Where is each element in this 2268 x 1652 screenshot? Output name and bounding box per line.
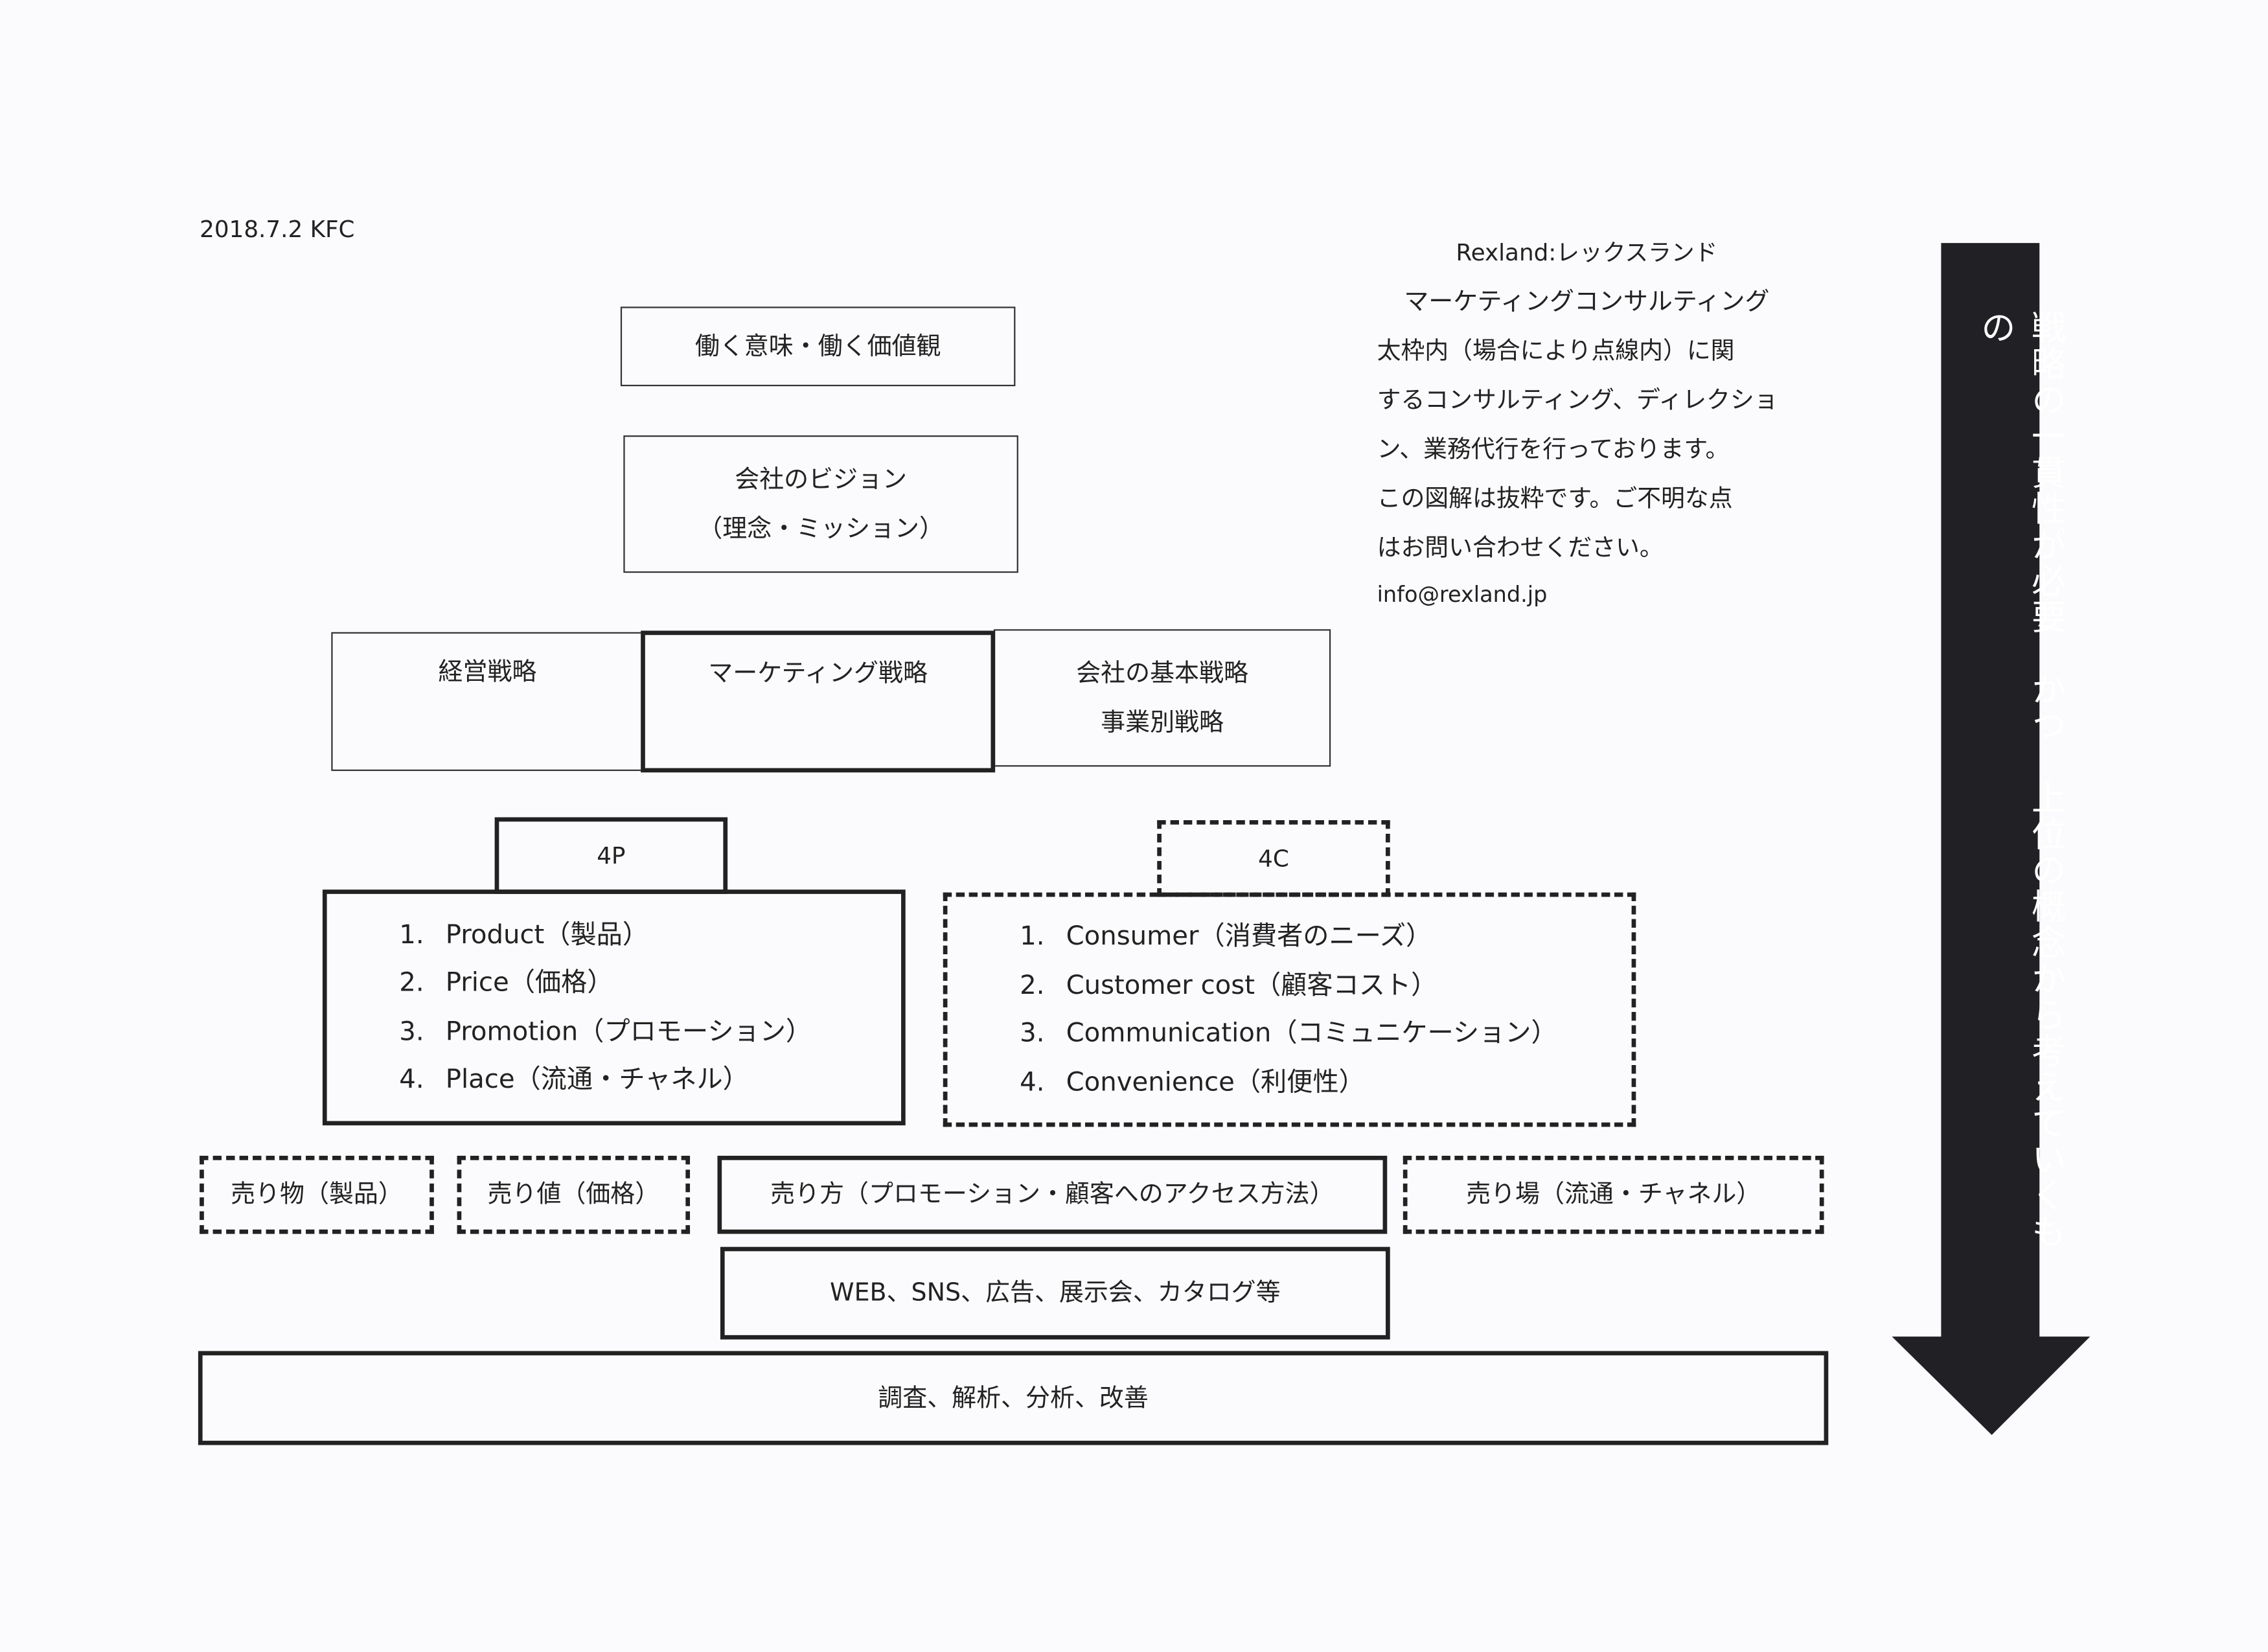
work-meaning-text: 働く意味・働く価値観 [694, 332, 941, 361]
note-line: はお問い合わせください。 [1377, 533, 1664, 562]
sales-price-box: 売り値（価格） [457, 1156, 691, 1234]
item-text: Promotion（プロモーション） [445, 1016, 812, 1047]
list-item: 2. Customer cost（顧客コスト） [1020, 961, 1631, 1010]
item-text: Communication（コミュニケーション） [1066, 1018, 1557, 1049]
research-box: 調査、解析、分析、改善 [198, 1351, 1829, 1445]
item-text: Place（流通・チャネル） [445, 1064, 749, 1096]
list-item: 2. Price（価格） [399, 959, 901, 1007]
note-line: するコンサルティング、ディレクショ [1377, 386, 1778, 414]
sales-place-text: 売り場（流通・チャネル） [1466, 1180, 1761, 1210]
arrow-label: 戦略の一貫性が必要 かつ 上位の概念から考えていくもの [1974, 309, 2066, 1250]
date-label: 2018.7.2 KFC [200, 215, 355, 244]
management-strategy-box: 経営戦略 [331, 632, 644, 772]
channels-box: WEB、SNS、広告、展示会、カタログ等 [720, 1246, 1390, 1340]
item-number: 4. [1020, 1066, 1045, 1097]
note-company-name: Rexland:レックスランド [1456, 238, 1718, 266]
note-service: マーケティングコンサルティング [1404, 288, 1770, 317]
management-strategy-text: 経営戦略 [438, 658, 537, 687]
item-number: 3. [1020, 1018, 1045, 1049]
channels-text: WEB、SNS、広告、展示会、カタログ等 [830, 1278, 1281, 1308]
item-number: 2. [399, 967, 424, 998]
basic-strategy-line2: 事業別戦略 [1101, 707, 1224, 737]
item-number: 3. [399, 1016, 424, 1047]
basic-strategy-line1: 会社の基本戦略 [1076, 659, 1248, 688]
item-text: Product（製品） [445, 919, 649, 950]
4c-list-box: 1. Consumer（消費者のニーズ） 2. Customer cost（顧客コス… [943, 892, 1636, 1127]
item-number: 1. [1020, 921, 1045, 952]
sales-promotion-box: 売り方（プロモーション・顧客へのアクセス方法） [717, 1156, 1388, 1234]
sales-place-box: 売り場（流通・チャネル） [1403, 1156, 1824, 1234]
item-text: Consumer（消費者のニーズ） [1066, 921, 1432, 952]
item-number: 2. [1020, 970, 1045, 1000]
marketing-strategy-box: マーケティング戦略 [641, 630, 996, 773]
basic-strategy-box: 会社の基本戦略 事業別戦略 [993, 629, 1331, 767]
list-item: 1. Consumer（消費者のニーズ） [1020, 913, 1631, 961]
vision-line2: （理念・ミッション） [698, 514, 944, 544]
research-text: 調査、解析、分析、改善 [878, 1383, 1149, 1413]
list-item: 3. Promotion（プロモーション） [399, 1007, 901, 1056]
note-line: 太枠内（場合により点線内）に関 [1377, 337, 1735, 365]
list-item: 1. Product（製品） [399, 911, 901, 959]
company-vision-box: 会社のビジョン （理念・ミッション） [623, 435, 1018, 573]
down-arrow-icon [1892, 243, 2090, 1435]
item-text: Convenience（利便性） [1066, 1066, 1365, 1097]
item-number: 1. [399, 919, 424, 950]
4p-list-box: 1. Product（製品） 2. Price（価格） 3. Promotion（プロ… [322, 889, 906, 1126]
item-text: Customer cost（顧客コスト） [1066, 970, 1438, 1000]
sales-promotion-text: 売り方（プロモーション・顧客へのアクセス方法） [770, 1180, 1334, 1210]
item-number: 4. [399, 1064, 424, 1096]
work-meaning-box: 働く意味・働く価値観 [620, 306, 1016, 387]
item-text: Price（価格） [445, 967, 613, 998]
vision-line1: 会社のビジョン [735, 465, 907, 494]
note-line: ン、業務代行を行っております。 [1377, 435, 1730, 463]
4c-title-box: 4C [1157, 820, 1390, 897]
list-item: 4. Convenience（利便性） [1020, 1058, 1631, 1107]
marketing-strategy-text: マーケティング戦略 [708, 660, 928, 689]
note-line: この図解は抜粋です。ご不明な点 [1377, 484, 1733, 512]
4c-title: 4C [1258, 843, 1289, 872]
list-item: 3. Communication（コミュニケーション） [1020, 1009, 1631, 1058]
4p-title: 4P [597, 841, 626, 869]
4p-title-box: 4P [494, 817, 728, 894]
sales-price-text: 売り値（価格） [487, 1180, 660, 1210]
sales-product-box: 売り物（製品） [200, 1156, 434, 1234]
company-note: Rexland:レックスランド マーケティングコンサルティング 太枠内（場合によ… [1377, 229, 1797, 616]
list-item: 4. Place（流通・チャネル） [399, 1056, 901, 1105]
sales-product-text: 売り物（製品） [231, 1180, 403, 1210]
note-email: info@rexland.jp [1377, 581, 1548, 608]
